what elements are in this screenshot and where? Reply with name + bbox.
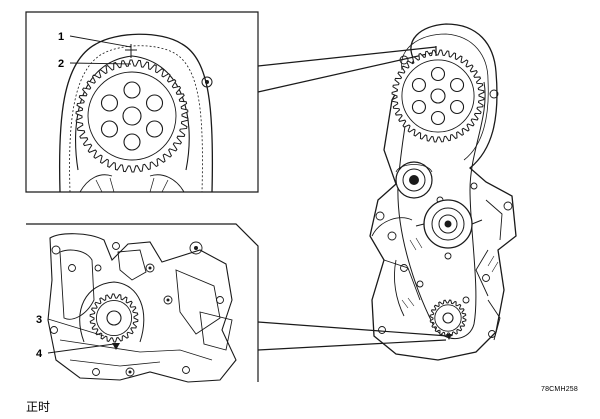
- sprocket-lightening-hole: [449, 99, 465, 115]
- camshaft-sprocket: [75, 59, 189, 173]
- sprocket-teeth: [89, 293, 139, 343]
- sprocket-rim: [95, 299, 133, 337]
- sprocket-rim: [87, 71, 177, 161]
- callout-3: 3: [36, 314, 42, 326]
- sprocket-teeth: [75, 59, 189, 173]
- sprocket-rim: [401, 59, 475, 133]
- inset-connector-lines: [257, 46, 449, 351]
- crankshaft-sprocket-main: [429, 299, 467, 337]
- sprocket-teeth: [391, 49, 485, 143]
- sprocket-rim: [434, 304, 462, 332]
- water-pump-pulley: [415, 199, 483, 249]
- sprocket-lightening-hole: [100, 94, 119, 112]
- sprocket-lightening-hole: [145, 94, 164, 112]
- sprocket-lightening-hole: [100, 120, 119, 138]
- camshaft-sprocket-main: [391, 49, 485, 143]
- sprocket-teeth: [429, 299, 467, 337]
- sprocket-hub: [106, 310, 122, 326]
- sprocket-lightening-hole: [411, 99, 427, 115]
- crankshaft-detail-inset: 3 4: [26, 223, 259, 383]
- camshaft-detail-inset: 1 2: [25, 11, 259, 193]
- figure-code: 78CMH258: [540, 386, 578, 393]
- sprocket-lightening-hole: [123, 133, 141, 151]
- sprocket-lightening-hole: [430, 110, 446, 126]
- callout-4: 4: [36, 348, 43, 360]
- sprocket-lightening-hole: [411, 77, 427, 93]
- sprocket-lightening-hole: [123, 81, 141, 99]
- sprocket-lightening-hole: [430, 66, 446, 82]
- sprocket-hub: [442, 312, 454, 324]
- sprocket-hub: [122, 106, 142, 126]
- sprocket-lightening-hole: [145, 120, 164, 138]
- sprocket-hub: [430, 88, 446, 104]
- engine-front-view: [369, 23, 517, 361]
- callout-2: 2: [58, 58, 64, 70]
- callout-1: 1: [58, 31, 64, 43]
- sprocket-lightening-hole: [449, 77, 465, 93]
- figure-caption: 正时: [26, 400, 51, 414]
- tensioner-pulley: [395, 161, 433, 199]
- crankshaft-sprocket: [89, 293, 139, 343]
